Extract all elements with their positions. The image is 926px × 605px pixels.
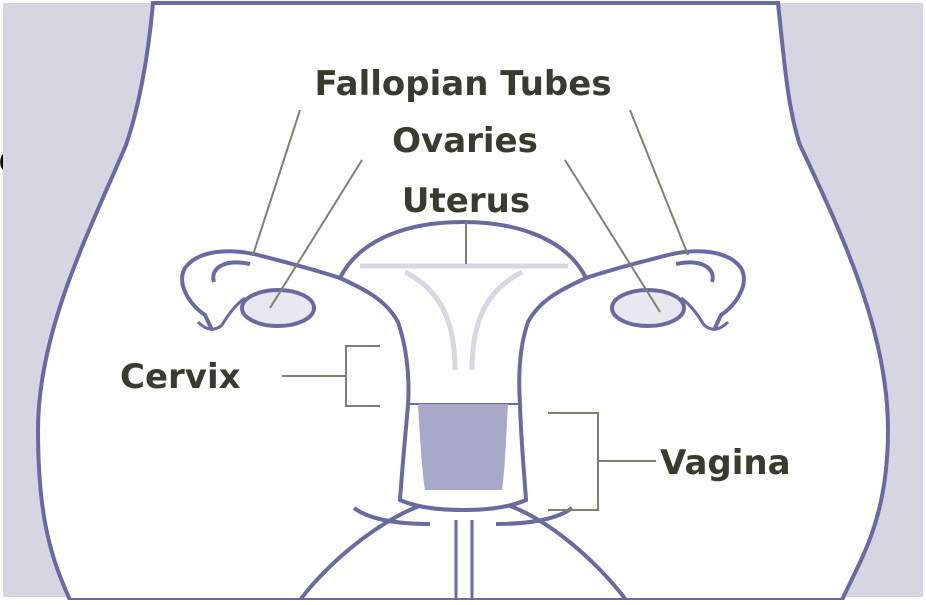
right-ovary (612, 290, 684, 326)
label-ovaries: Ovaries (392, 121, 538, 161)
label-uterus: Uterus (402, 181, 530, 221)
label-cervix: Cervix (120, 357, 241, 397)
label-fallopian-tubes: Fallopian Tubes (314, 64, 611, 104)
vagina-fill (418, 404, 508, 490)
label-vagina: Vagina (660, 443, 791, 483)
